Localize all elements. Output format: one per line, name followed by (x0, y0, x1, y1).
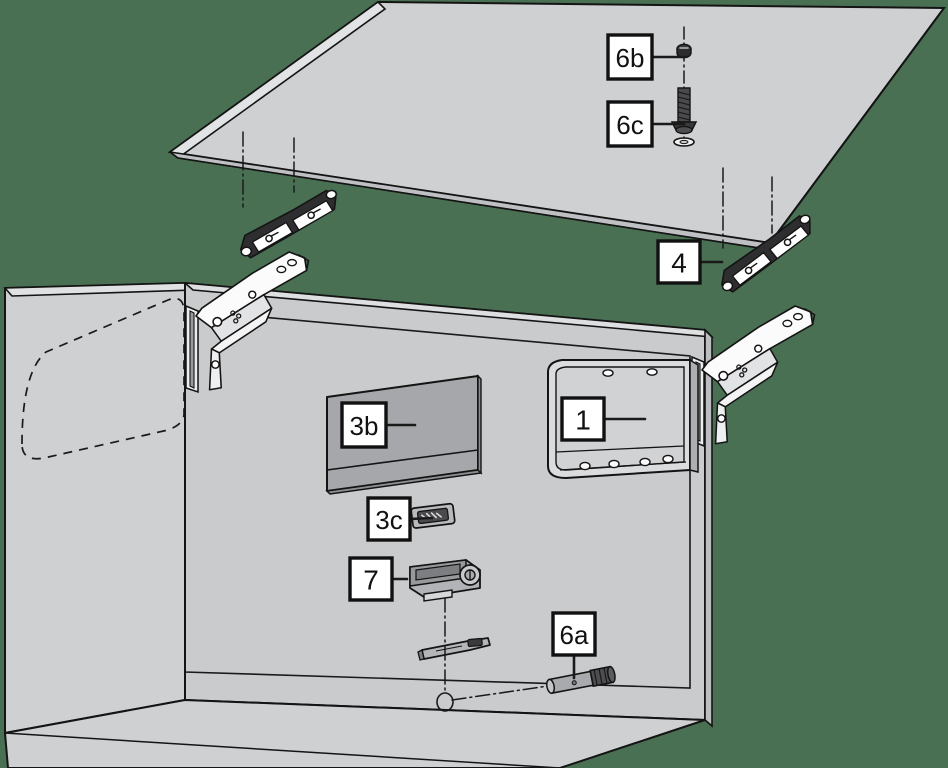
callout-label-3b: 3b (350, 411, 379, 441)
lift-arm-right (701, 305, 816, 445)
callout-box-7 (348, 556, 394, 602)
cam-housing-6b (676, 43, 692, 59)
callout-box-6c (606, 100, 654, 148)
front-fixing-clip-3c (410, 502, 456, 529)
damper-unit-7 (409, 559, 481, 602)
callout-box-6a (551, 611, 597, 657)
callout-7: 7 (348, 556, 409, 602)
mounting-plate-left (231, 187, 347, 261)
callout-label-3c: 3c (375, 505, 402, 535)
lift-mechanism-cover-1 (547, 358, 699, 479)
callout-4: 4 (656, 239, 724, 285)
callout-1: 1 (560, 396, 647, 442)
cabinet-body (3, 281, 715, 768)
leader-line-3c (408, 516, 434, 521)
callout-3b: 3b (340, 401, 417, 449)
callout-label-6a: 6a (560, 620, 589, 650)
callout-box-3b (340, 401, 388, 449)
callout-box-4 (656, 239, 702, 285)
fixing-plate-small (417, 637, 491, 661)
callout-layer: 6b 6c 4 1 3b 3c 7 6a (340, 33, 724, 680)
callout-box-6b (606, 33, 654, 81)
callout-label-4: 4 (671, 248, 687, 279)
callout-label-6b: 6b (616, 43, 645, 73)
top-panel (167, 0, 946, 251)
callout-3c: 3c (366, 496, 434, 542)
callout-6c: 6c (606, 100, 686, 148)
dowel-pin-6a (545, 665, 616, 695)
hidden-cutout-outline (21, 297, 185, 460)
callout-label-1: 1 (575, 405, 591, 436)
alignment-axis-centre (436, 597, 549, 712)
callout-6a: 6a (551, 611, 597, 680)
callout-label-7: 7 (363, 565, 379, 596)
connecting-screw-6c (670, 87, 698, 147)
callout-box-1 (560, 396, 606, 442)
callout-box-3c (366, 496, 412, 542)
callout-label-6c: 6c (616, 110, 643, 140)
mechanism-rail-left (185, 304, 199, 394)
callout-6b: 6b (606, 33, 686, 81)
